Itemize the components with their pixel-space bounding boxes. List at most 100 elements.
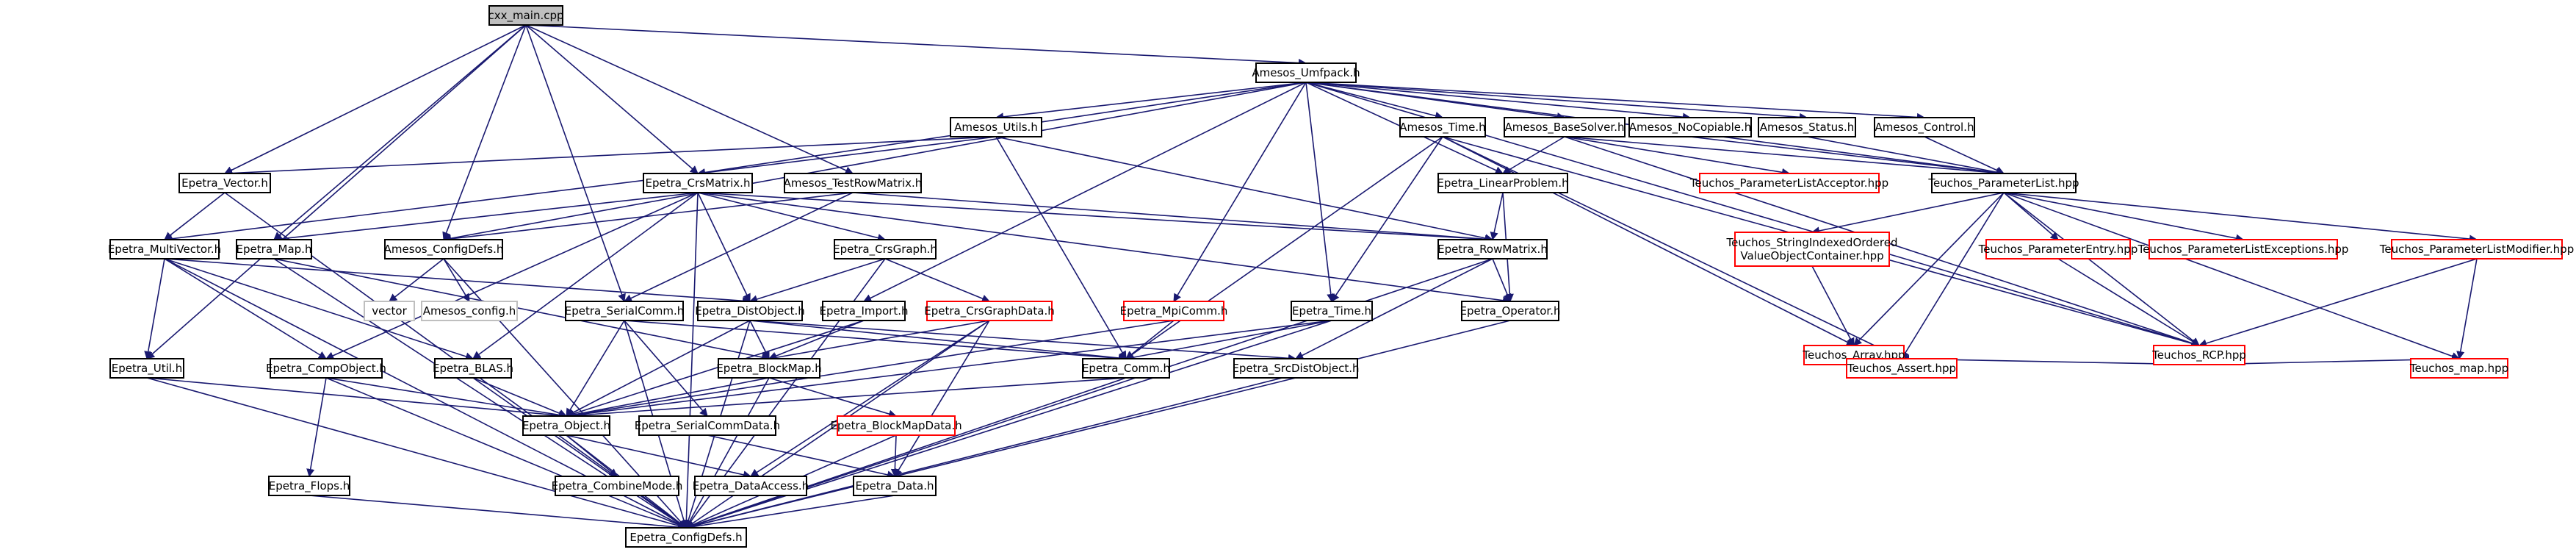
node-box	[2410, 358, 2508, 379]
node-epetra-crsmatrix[interactable]: Epetra_CrsMatrix.h	[643, 173, 753, 193]
edge-line	[852, 192, 1494, 243]
node-epetra-srcdistobject[interactable]: Epetra_SrcDistObject.h	[1232, 358, 1360, 379]
node-epetra-dataaccess[interactable]: Epetra_DataAccess.h	[693, 476, 809, 496]
node-epetra-operator[interactable]: Epetra_Operator.h	[1460, 301, 1561, 321]
edge-teuchos_stringindexed-to-teuchos_array	[1811, 265, 1855, 346]
node-teuchos-parameterlist[interactable]: Teuchos_ParameterList.hpp	[1927, 173, 2079, 193]
node-epetra-combinemode[interactable]: Epetra_CombineMode.h	[552, 476, 683, 496]
node-box	[1628, 117, 1752, 137]
node-label: Amesos_ConfigDefs.h	[384, 243, 504, 257]
edge-line	[1331, 136, 1443, 302]
edge-line	[223, 24, 527, 174]
edge-epetra_crsgraphdata-to-epetra_data	[894, 320, 990, 477]
node-box	[109, 239, 220, 259]
edge-line	[862, 82, 1307, 302]
node-label: Amesos_NoCopiable.h	[1629, 121, 1752, 135]
edge-line	[566, 434, 752, 479]
node-cxx-main[interactable]: cxx_main.cpp	[488, 5, 564, 26]
node-vector[interactable]: vector	[364, 301, 415, 321]
node-label: Epetra_Util.h	[112, 362, 182, 376]
edge-amesos_control-to-teuchos_parameterlist	[1924, 136, 2005, 174]
node-epetra-crsgraphdata[interactable]: Epetra_CrsGraphData.h	[924, 301, 1055, 321]
node-epetra-crsgraph[interactable]: Epetra_CrsGraph.h	[833, 239, 937, 259]
node-epetra-blas[interactable]: Epetra_BLAS.h	[433, 358, 513, 379]
edge-teuchos_parameterlist-to-teuchos_map	[2003, 192, 2461, 360]
node-teuchos-parameterlistmodifier[interactable]: Teuchos_ParameterListModifier.hpp	[2379, 239, 2574, 259]
edge-line	[2057, 258, 2200, 346]
edge-epetra_serialcommdata-to-epetra_data	[707, 434, 896, 479]
node-amesos-nocopiable[interactable]: Amesos_NoCopiable.h	[1628, 117, 1752, 137]
edge-line	[144, 258, 165, 360]
node-epetra-serialcomm[interactable]: Epetra_SerialComm.h	[565, 301, 685, 321]
edge-line	[163, 136, 997, 243]
node-amesos-config[interactable]: Amesos_config.h	[421, 301, 518, 321]
node-label: Epetra_Data.h	[855, 479, 934, 493]
node-box	[1461, 301, 1559, 321]
node-epetra-distobject[interactable]: Epetra_DistObject.h	[695, 301, 805, 321]
node-amesos-configdefs[interactable]: Amesos_ConfigDefs.h	[384, 239, 504, 259]
node-box	[109, 358, 184, 379]
edge-line	[164, 258, 327, 359]
node-epetra-util[interactable]: Epetra_Util.h	[109, 358, 184, 379]
node-epetra-compobject[interactable]: Epetra_CompObject.h	[266, 358, 386, 379]
node-teuchos-stringindexed[interactable]: Teuchos_StringIndexedOrderedValueObjectC…	[1726, 232, 1898, 267]
edge-epetra_util-to-epetra_object	[146, 377, 568, 420]
edge-epetra_compobject-to-epetra_flops	[306, 377, 327, 478]
node-epetra-blockmap[interactable]: Epetra_BlockMap.h	[716, 358, 822, 379]
node-epetra-configdefs[interactable]: Epetra_ConfigDefs.h	[625, 527, 747, 548]
node-teuchos-assert[interactable]: Teuchos_Assert.hpp	[1846, 358, 1958, 379]
node-box	[555, 476, 679, 496]
node-epetra-flops[interactable]: Epetra_Flops.h	[268, 476, 350, 496]
node-teuchos-parameterentry[interactable]: Teuchos_ParameterEntry.hpp	[1978, 239, 2138, 259]
edge-line	[2456, 258, 2478, 360]
node-epetra-time[interactable]: Epetra_Time.h	[1291, 301, 1373, 321]
edge-cxx_main-to-epetra_util	[146, 24, 527, 359]
node-amesos-control[interactable]: Amesos_Control.h	[1874, 117, 1975, 137]
node-teuchos-parameterlistexceptions[interactable]: Teuchos_ParameterListExceptions.hpp	[2137, 239, 2349, 259]
edge-line	[442, 24, 527, 241]
edge-line	[472, 377, 568, 418]
node-amesos-umfpack[interactable]: Amesos_Umfpack.h	[1252, 62, 1360, 83]
edge-epetra_rowmatrix-to-epetra_operator	[1492, 258, 1512, 303]
node-epetra-multivector[interactable]: Epetra_MultiVector.h	[108, 239, 221, 259]
edge-line	[1901, 192, 2005, 359]
edge-epetra_rowmatrix-to-epetra_srcdistobject	[1295, 258, 1493, 359]
node-epetra-serialcommdata[interactable]: Epetra_SerialCommData.h	[635, 415, 780, 436]
edge-line	[1305, 82, 1692, 121]
edge-line	[1806, 136, 2005, 176]
node-amesos-testrowmatrix[interactable]: Amesos_TestRowMatrix.h	[784, 173, 923, 193]
node-amesos-utils[interactable]: Amesos_Utils.h	[950, 117, 1042, 137]
edge-amesos_configdefs-to-amesos_config	[443, 258, 470, 302]
node-amesos-status[interactable]: Amesos_Status.h	[1758, 117, 1856, 137]
node-epetra-import[interactable]: Epetra_Import.h	[819, 301, 909, 321]
node-box	[1846, 358, 1958, 379]
edge-line	[565, 320, 865, 418]
node-amesos-basesolver[interactable]: Amesos_BaseSolver.h	[1504, 117, 1626, 137]
edge-teuchos_parameterlist-to-teuchos_array	[1853, 192, 2005, 346]
node-epetra-rowmatrix[interactable]: Epetra_RowMatrix.h	[1437, 239, 1548, 259]
node-teuchos-rcp[interactable]: Teuchos_RCP.hpp	[2151, 345, 2246, 365]
node-box	[1931, 173, 2077, 193]
node-epetra-linearproblem[interactable]: Epetra_LinearProblem.h	[1437, 173, 1569, 193]
node-box	[1399, 117, 1486, 137]
node-epetra-object[interactable]: Epetra_Object.h	[522, 415, 610, 436]
edge-epetra_crsgraph-to-epetra_distobject	[748, 258, 886, 304]
edge-line	[565, 377, 770, 419]
node-teuchos-map[interactable]: Teuchos_map.hpp	[2409, 358, 2508, 379]
node-epetra-data[interactable]: Epetra_Data.h	[853, 476, 937, 496]
edge-line	[306, 377, 327, 478]
edge-epetra_crsgraph-to-epetra_crsgraphdata	[884, 258, 991, 303]
edge-cxx_main-to-amesos_testrowmatrix	[525, 24, 854, 174]
node-epetra-vector[interactable]: Epetra_Vector.h	[178, 173, 271, 193]
edge-line	[685, 320, 1332, 530]
edge-line	[1689, 136, 2005, 177]
node-epetra-comm[interactable]: Epetra_Comm.h	[1082, 358, 1170, 379]
node-epetra-map[interactable]: Epetra_Map.h	[236, 239, 312, 259]
edge-epetra_data-to-epetra_configdefs	[685, 495, 895, 531]
edge-epetra_crsmatrix-to-epetra_distobject	[697, 192, 751, 303]
node-label: Teuchos_ParameterListExceptions.hpp	[2137, 243, 2349, 257]
node-amesos-time[interactable]: Amesos_Time.h	[1399, 117, 1486, 137]
node-epetra-blockmapdata[interactable]: Epetra_BlockMapData.h	[830, 415, 962, 436]
node-epetra-mpicomm[interactable]: Epetra_MpiComm.h	[1120, 301, 1228, 321]
node-teuchos-parameterlistacceptor[interactable]: Teuchos_ParameterListAcceptor.hpp	[1689, 173, 1888, 193]
